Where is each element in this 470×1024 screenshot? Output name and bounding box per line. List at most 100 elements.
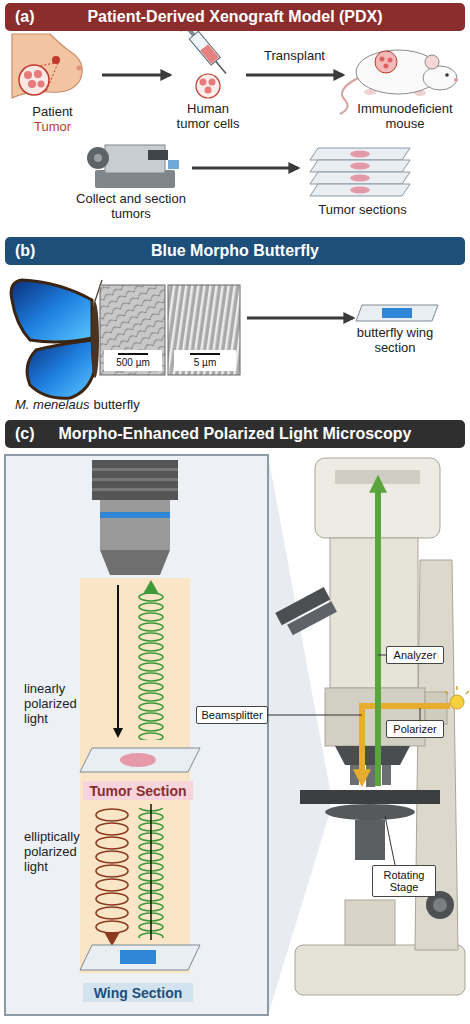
tumor-slides-illustration (310, 148, 410, 196)
tumor-cells-illustration (196, 74, 220, 98)
microscope-illustration (445, 691, 448, 694)
mouse-illustration (380, 57, 385, 62)
wing-slide (120, 950, 156, 964)
callout-box: Analyzer (386, 646, 444, 664)
patient-illustration (40, 63, 54, 66)
butterfly-illustration (11, 280, 92, 342)
illustrated-step: M. menelaus butterfly (5, 270, 245, 412)
tumor-slides-illustration (310, 148, 410, 160)
mouse-illustration (375, 51, 397, 73)
polarized-light-paths (92, 808, 132, 934)
tumor-slide (120, 753, 156, 767)
microtome-illustration (148, 150, 168, 160)
node-text: butterfly wing section (355, 326, 435, 356)
sem-insets (174, 350, 236, 371)
patient-illustration (34, 70, 42, 78)
objective-lens (100, 500, 170, 550)
patient-illustration (28, 80, 36, 88)
light-beam (80, 578, 190, 973)
patient-illustration (77, 66, 82, 71)
objective-lens (92, 460, 178, 575)
section-band: Tumor Section (83, 781, 193, 800)
microscope-illustration (450, 695, 464, 709)
microscope-illustration (350, 765, 359, 785)
sem-insets (100, 285, 240, 375)
node-text: Morpho-Enhanced Polarized Light Microsco… (47, 425, 465, 443)
mouse-illustration (425, 55, 439, 69)
node-text: butterfly (93, 397, 139, 412)
patient-illustration (19, 65, 49, 95)
panel-header: (c)Morpho-Enhanced Polarized Light Micro… (5, 420, 465, 448)
tumor-slides-illustration (310, 172, 410, 184)
node-text: Human tumor cells (172, 102, 244, 132)
panel-header: (a)Patient-Derived Xenograft Model (PDX) (5, 3, 465, 31)
microscope-illustration (355, 820, 385, 860)
node-text: Tumor sections (318, 203, 406, 218)
microscope-illustration (335, 470, 420, 484)
objective-lens (100, 550, 170, 575)
microscope-illustration (275, 458, 469, 995)
callout-box: Polarizer (386, 720, 444, 738)
leader-lines (378, 655, 386, 656)
syringe-illustration (189, 31, 220, 65)
light-label: linearly polarized light (24, 682, 82, 727)
objective-lens (92, 478, 178, 481)
patient-illustration (12, 34, 82, 98)
polarized-light-paths (117, 585, 119, 736)
leader-lines (268, 655, 420, 865)
node-text: (c) (5, 425, 47, 443)
zoom-wedge (268, 455, 330, 1015)
flow-arrow (192, 167, 298, 170)
mouse-illustration (388, 58, 393, 63)
illustrated-step: PatientTumor (5, 34, 100, 135)
callout-box: Rotating Stage (372, 865, 436, 897)
butterfly-illustration (11, 280, 102, 398)
polarized-light-paths (104, 932, 120, 946)
mouse-illustration (384, 64, 389, 69)
microscope-illustration (275, 587, 337, 638)
leader-lines (268, 715, 362, 716)
node-text: Rotating Stage (373, 869, 435, 893)
microscope-illustration (295, 945, 465, 995)
objective-lens (92, 460, 178, 500)
wing-slide-illustration (356, 305, 438, 321)
microscope-illustration (382, 765, 391, 785)
illustrated-step: Collect and section tumors (72, 138, 190, 222)
node-text: Blue Morpho Butterfly (47, 242, 465, 260)
objective-lens (92, 488, 178, 491)
microtome-illustration (168, 160, 179, 169)
objective-lens (100, 512, 170, 518)
tumor-cells-illustration (205, 87, 212, 94)
microscope-illustration (466, 691, 469, 694)
sem-insets (168, 285, 240, 375)
scale-bar-label: 5 µm (174, 357, 236, 369)
microscope-illustration (287, 601, 337, 635)
wing-slide-illustration (382, 308, 412, 318)
tumor-slides-illustration (310, 184, 410, 196)
mouse-illustration (445, 73, 449, 77)
butterfly-illustration (27, 340, 94, 398)
node-text: Wing Section (94, 985, 183, 1001)
mouse-illustration (423, 66, 457, 90)
flow-arrow (247, 317, 353, 320)
node-text: M. menelaus (15, 397, 89, 412)
node-text: Collect and section tumors (72, 192, 190, 222)
patient-illustration (12, 34, 82, 98)
tumor-cells-illustration (200, 79, 207, 86)
microscope-illustration (433, 898, 447, 912)
microscope-illustration (366, 765, 375, 787)
microtome-illustration (87, 147, 109, 169)
node-text: Patient (32, 105, 72, 120)
microtome-illustration (94, 154, 102, 162)
tumor-slide (80, 748, 200, 772)
sem-insets (100, 285, 165, 375)
microscope-illustration (345, 900, 395, 945)
node-text: (b) (5, 242, 47, 260)
edge-label: Transplant (264, 48, 325, 63)
node-text: (a) (5, 8, 47, 26)
butterfly-illustration (91, 302, 99, 378)
tumor-cells-illustration (209, 79, 216, 86)
wing-slide-illustration (356, 305, 438, 321)
flow-arrow (102, 74, 170, 77)
